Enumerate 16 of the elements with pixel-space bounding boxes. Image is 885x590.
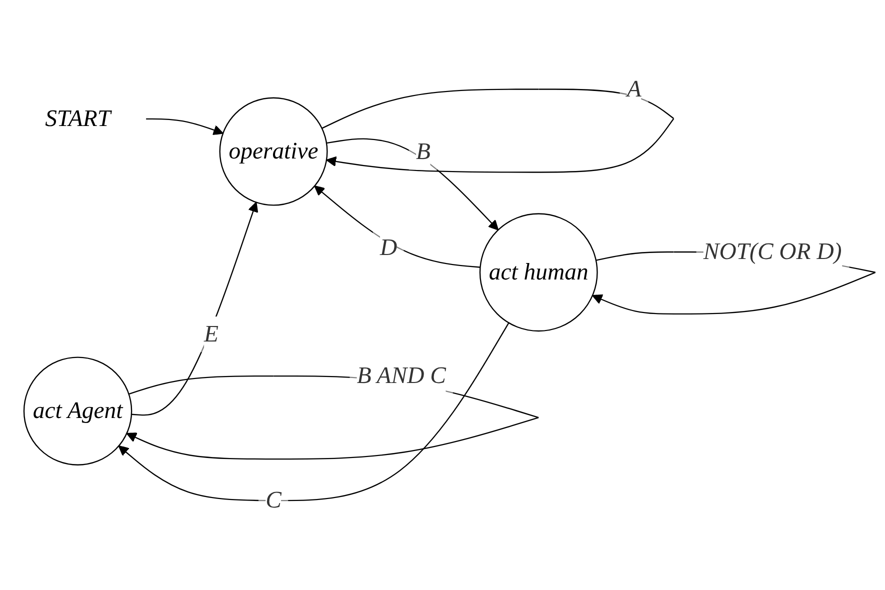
arrow [326,138,499,231]
node-text: START [45,106,111,132]
arrow [314,186,480,268]
node-circle: act Agent [23,356,132,466]
edge-label: NOT(C OR D) [703,239,842,266]
arrow [118,322,510,502]
edge-label: B AND C [356,363,446,390]
arrow [131,202,258,416]
node-circle: act human [479,213,598,332]
edge-label: A [626,76,642,102]
edge-label: D [380,235,398,262]
edge-label: B [416,139,431,166]
arrow [146,118,224,136]
node-circle: operative [219,97,328,206]
edge-label: C [266,488,282,514]
edge-label: E [204,321,219,348]
